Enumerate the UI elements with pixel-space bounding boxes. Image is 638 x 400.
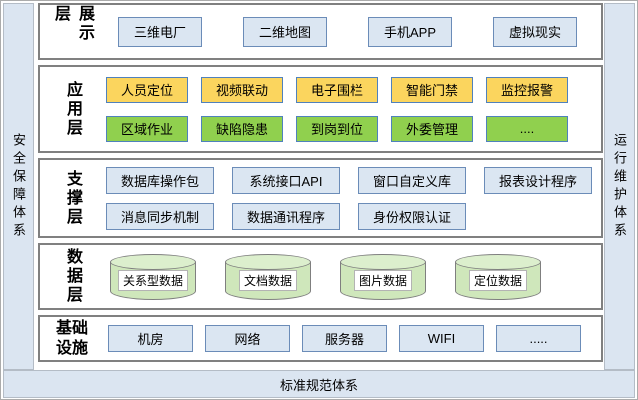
pillar-operations-label: 运行维护体系: [612, 132, 627, 241]
module-box: 窗口自定义库: [358, 166, 466, 194]
module-box: 智能门禁: [391, 76, 473, 103]
layer-stack: 展示层 三维电厂 二维地图 手机APP 虚拟现实 应用层 人员定位 视频联动: [38, 3, 603, 362]
cylinder-top: [340, 253, 426, 270]
layer-infrastructure: 基础设施 机房 网络 服务器 WIFI .....: [38, 315, 603, 362]
module-box: 数据通讯程序: [232, 202, 340, 230]
module-box: 消息同步机制: [106, 202, 214, 230]
module-box: 手机APP: [368, 16, 452, 47]
module-box: 缺陷隐患: [201, 115, 283, 142]
module-box: 区域作业: [106, 115, 188, 142]
data-cylinder: 关系型数据: [110, 253, 196, 300]
module-box: WIFI: [399, 325, 484, 352]
layer-infrastructure-label: 基础设施: [55, 319, 88, 357]
module-box: 数据库操作包: [106, 166, 214, 194]
module-box: 人员定位: [106, 76, 188, 103]
cylinder-label: 关系型数据: [117, 269, 188, 291]
data-row: 关系型数据 文档数据 图片数据: [104, 253, 601, 300]
module-box: 三维电厂: [118, 16, 202, 47]
data-cylinder: 图片数据: [340, 253, 426, 300]
module-box: 机房: [108, 325, 193, 352]
layer-support-label: 支撑层: [64, 169, 81, 227]
cylinder-top: [110, 253, 196, 270]
application-row-1: 人员定位 视频联动 电子围栏 智能门禁 监控报警: [104, 76, 601, 103]
infrastructure-row: 机房 网络 服务器 WIFI .....: [104, 325, 601, 352]
cylinder-top: [225, 253, 311, 270]
standards-bar-label: 标准规范体系: [279, 377, 358, 393]
layer-data: 数据层 关系型数据 文档数据: [38, 243, 603, 310]
layer-support: 支撑层 数据库操作包 系统接口API 窗口自定义库 报表设计程序 消息同步机制 …: [38, 158, 603, 238]
module-box: 服务器: [302, 325, 387, 352]
module-box: 监控报警: [486, 76, 568, 103]
data-cylinder: 定位数据: [455, 253, 541, 300]
layer-data-label: 数据层: [64, 248, 81, 305]
layer-support-rows: 数据库操作包 系统接口API 窗口自定义库 报表设计程序 消息同步机制 数据通讯…: [104, 160, 601, 236]
module-box: 外委管理: [391, 115, 473, 142]
data-cylinder: 文档数据: [225, 253, 311, 300]
module-box: 二维地图: [243, 16, 327, 47]
cylinder-label: 图片数据: [353, 269, 412, 291]
cylinder-label: 文档数据: [238, 269, 297, 291]
application-row-2: 区域作业 缺陷隐患 到岗到位 外委管理 ....: [104, 115, 601, 142]
module-box: ....: [486, 115, 568, 142]
layer-data-rows: 关系型数据 文档数据 图片数据: [104, 245, 601, 308]
module-box: 视频联动: [201, 76, 283, 103]
layer-application-label: 应用层: [64, 80, 81, 138]
module-box: .....: [496, 325, 581, 352]
module-box: 到岗到位: [296, 115, 378, 142]
pillar-security: 安全保障体系: [3, 3, 34, 370]
module-box: 电子围栏: [296, 76, 378, 103]
layer-presentation-rows: 三维电厂 二维地图 手机APP 虚拟现实: [104, 5, 601, 58]
module-box: 报表设计程序: [484, 166, 592, 194]
pillar-security-label: 安全保障体系: [11, 132, 26, 241]
cylinder-top: [455, 253, 541, 270]
layer-application-rows: 人员定位 视频联动 电子围栏 智能门禁 监控报警 区域作业 缺陷隐患 到岗到位 …: [104, 67, 601, 151]
standards-bar: 标准规范体系: [3, 370, 635, 398]
layer-presentation-label: 展示层: [52, 5, 93, 43]
layer-presentation: 展示层 三维电厂 二维地图 手机APP 虚拟现实: [38, 3, 603, 60]
layer-infrastructure-rows: 机房 网络 服务器 WIFI .....: [104, 317, 601, 360]
pillar-operations: 运行维护体系: [604, 3, 635, 370]
module-box: 系统接口API: [232, 166, 340, 194]
presentation-row: 三维电厂 二维地图 手机APP 虚拟现实: [104, 16, 601, 47]
module-box: 虚拟现实: [493, 16, 577, 47]
layer-application: 应用层 人员定位 视频联动 电子围栏 智能门禁 监控报警 区域作业 缺陷隐患 到…: [38, 65, 603, 153]
support-row-2: 消息同步机制 数据通讯程序 身份权限认证: [104, 202, 601, 230]
support-row-1: 数据库操作包 系统接口API 窗口自定义库 报表设计程序: [104, 166, 601, 194]
module-box: 网络: [205, 325, 290, 352]
module-box: 身份权限认证: [358, 202, 466, 230]
cylinder-label: 定位数据: [468, 269, 527, 291]
